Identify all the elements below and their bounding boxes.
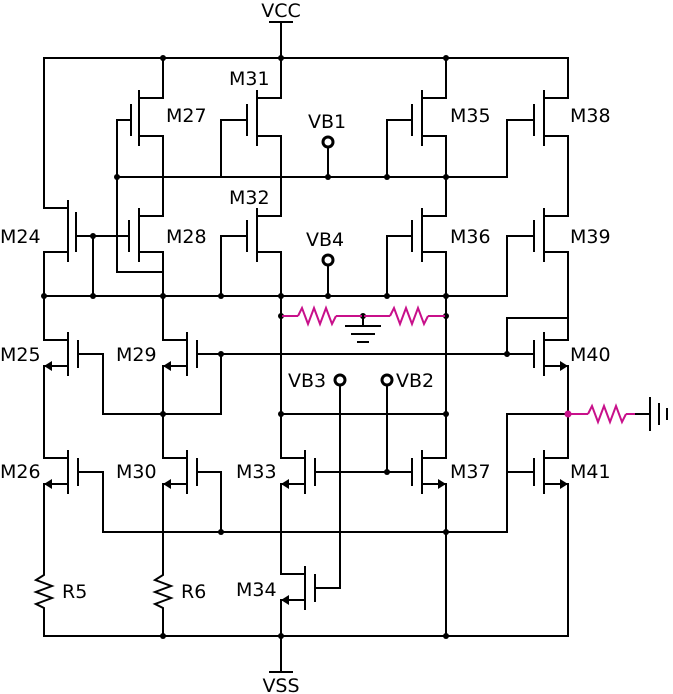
transistor-m32: M32 [220, 187, 282, 297]
vb4-label: VB4 [306, 229, 344, 251]
transistor-m28: M28 [92, 208, 207, 341]
transistor-m26: M26 [0, 450, 104, 571]
vb2-pin: VB2 [380, 370, 434, 392]
r5-label: R5 [62, 581, 87, 603]
vb3-terminal [333, 373, 347, 387]
vcc-rail: VCC [43, 0, 569, 59]
m26-label: M26 [0, 461, 41, 483]
m30-label: M30 [116, 461, 157, 483]
transistor-m41: M41 [506, 413, 611, 637]
m27-label: M27 [166, 105, 207, 127]
transistor-m37: M37 [386, 315, 491, 637]
m38-label: M38 [570, 105, 611, 127]
vb2-terminal [380, 373, 394, 387]
vb1-terminal [321, 135, 335, 149]
vb3-pin: VB3 [288, 370, 347, 392]
m24-label: M24 [0, 226, 41, 248]
junction-dots [41, 55, 510, 639]
r6-label: R6 [181, 581, 206, 603]
m28-label: M28 [166, 226, 207, 248]
transistor-m33: M33 [236, 315, 388, 575]
m36-label: M36 [450, 226, 491, 248]
m39-label: M39 [570, 226, 611, 248]
transistor-m36: M36 [386, 208, 491, 297]
vb4-pin: VB4 [306, 229, 344, 297]
m31-label: M31 [229, 68, 270, 90]
m35-label: M35 [450, 105, 491, 127]
vcc-label: VCC [261, 0, 301, 22]
resistor-r5: R5 [33, 569, 87, 637]
m32-label: M32 [229, 187, 270, 209]
transistor-m40: M40 [506, 317, 611, 459]
output-load [564, 397, 668, 431]
vss-rail: VSS [43, 635, 569, 694]
m29-label: M29 [116, 344, 157, 366]
transistor-m25: M25 [0, 332, 104, 459]
vb2-label: VB2 [396, 370, 434, 392]
vb1-label: VB1 [308, 111, 346, 133]
transistor-m39: M39 [506, 208, 611, 341]
resistor-r6: R6 [152, 569, 206, 637]
m34-label: M34 [236, 579, 277, 601]
center-load [280, 295, 447, 343]
vb3-label: VB3 [288, 370, 326, 392]
transistor-m38: M38 [506, 57, 611, 217]
transistor-m30: M30 [116, 450, 222, 571]
m37-label: M37 [450, 461, 491, 483]
m40-label: M40 [570, 344, 611, 366]
transistor-m35: M35 [386, 57, 491, 217]
vss-label: VSS [262, 675, 299, 694]
m33-label: M33 [236, 461, 277, 483]
vb1-pin: VB1 [308, 111, 346, 178]
m41-label: M41 [570, 461, 611, 483]
transistor-m24: M24 [0, 57, 94, 341]
transistor-m34: M34 [236, 384, 341, 637]
transistor-m29: M29 [116, 332, 222, 459]
m25-label: M25 [0, 344, 41, 366]
vb4-terminal [321, 253, 335, 267]
